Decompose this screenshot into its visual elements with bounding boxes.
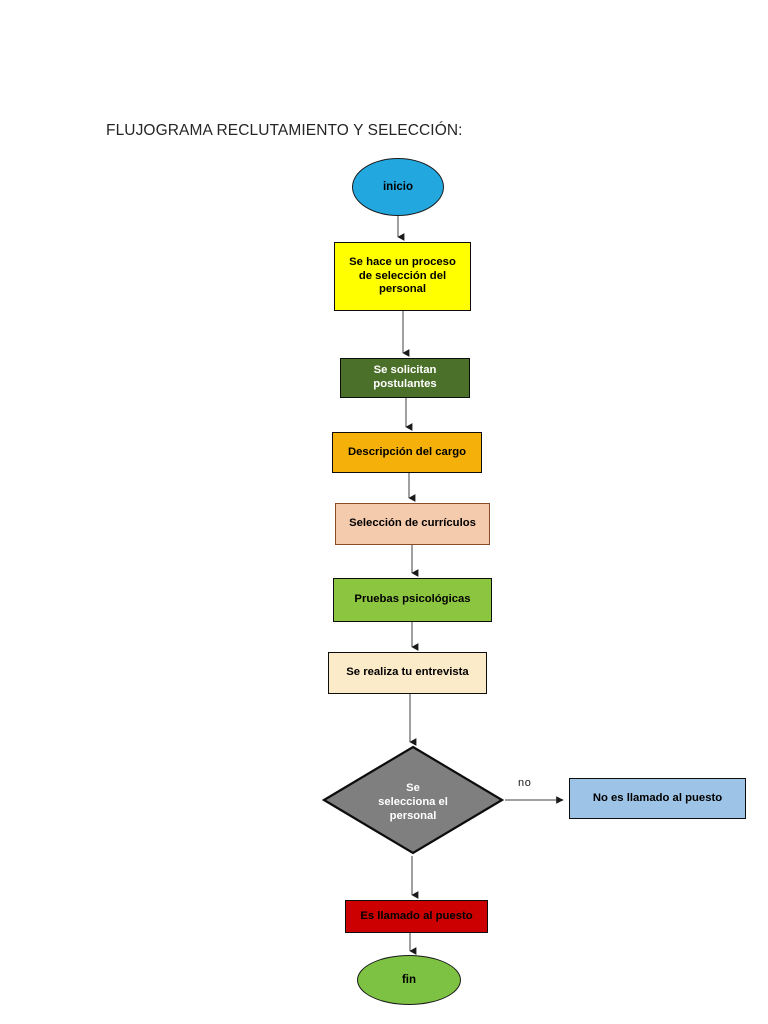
node-entrevista-label: Se realiza tu entrevista: [346, 666, 469, 679]
node-pruebas-psicologicas[interactable]: Pruebas psicológicas: [333, 578, 492, 622]
node-proceso-seleccion[interactable]: Se hace un proceso de selección del pers…: [334, 242, 471, 311]
diamond-shape: [322, 745, 504, 855]
node-pruebas-psicologicas-label: Pruebas psicológicas: [354, 593, 471, 606]
node-decision-label: Se selecciona el personal: [378, 781, 448, 822]
node-fin-label: fin: [401, 973, 417, 986]
node-solicitan-postulantes[interactable]: Se solicitan postulantes: [340, 358, 470, 398]
node-seleccion-curriculos-label: Selección de currículos: [349, 517, 476, 530]
page-title: FLUJOGRAMA RECLUTAMIENTO Y SELECCIÓN:: [106, 122, 463, 139]
node-inicio[interactable]: inicio: [352, 158, 444, 216]
node-inicio-label: inicio: [382, 180, 414, 193]
node-solicitan-postulantes-label: Se solicitan postulantes: [373, 364, 437, 390]
node-proceso-seleccion-label: Se hace un proceso de selección del pers…: [349, 255, 456, 296]
node-entrevista[interactable]: Se realiza tu entrevista: [328, 652, 487, 694]
node-es-llamado-label: Es llamado al puesto: [360, 909, 473, 922]
node-descripcion-cargo[interactable]: Descripción del cargo: [332, 432, 482, 473]
node-fin[interactable]: fin: [357, 955, 461, 1005]
node-no-llamado-label: No es llamado al puesto: [592, 791, 723, 804]
node-seleccion-curriculos[interactable]: Selección de currículos: [335, 503, 490, 545]
node-descripcion-cargo-label: Descripción del cargo: [347, 445, 467, 458]
edge-label-no: no: [518, 777, 532, 789]
node-es-llamado-al-puesto[interactable]: Es llamado al puesto: [345, 900, 488, 933]
node-no-llamado-al-puesto[interactable]: No es llamado al puesto: [569, 778, 746, 819]
node-decision-selecciona-personal[interactable]: Se selecciona el personal: [322, 745, 504, 855]
